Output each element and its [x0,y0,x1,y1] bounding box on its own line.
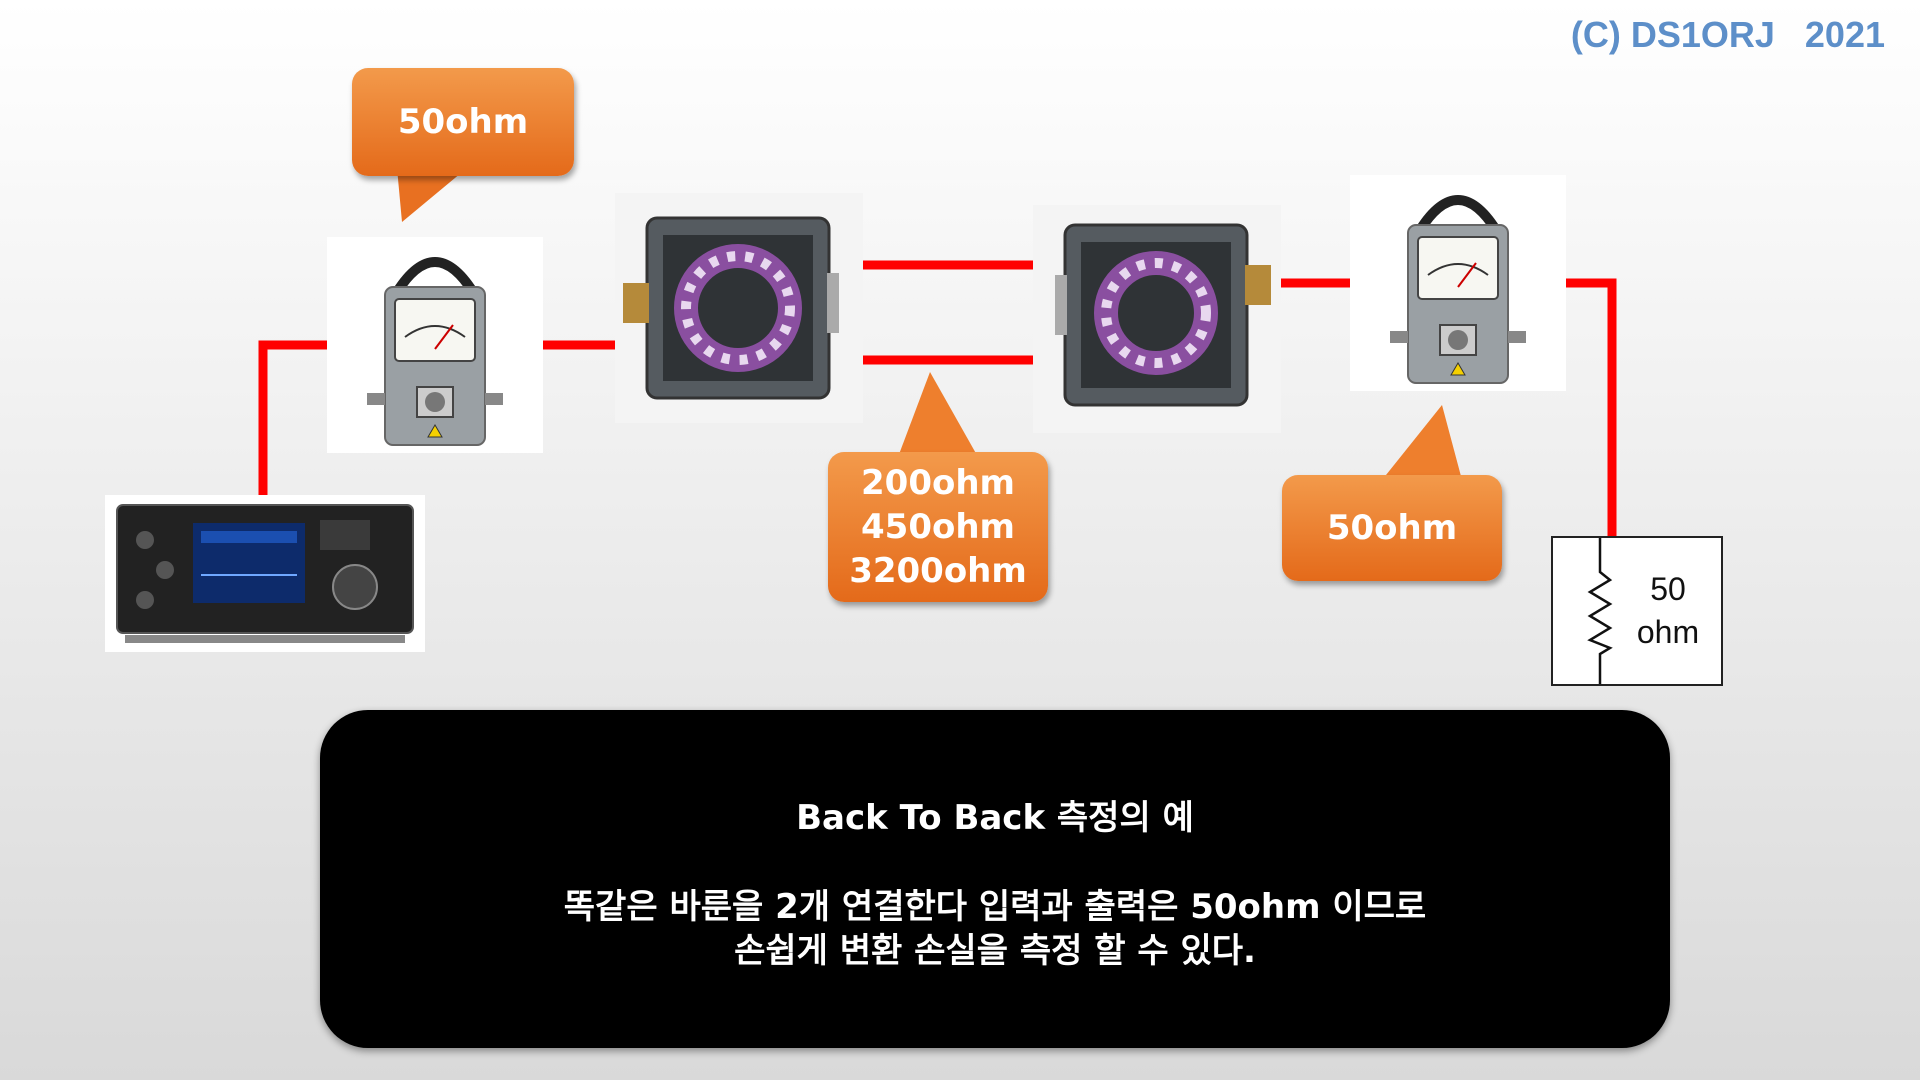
copyright-label: (C) DS1ORJ 2021 [1570,14,1885,55]
impedance-3200: 3200ohm [849,551,1027,591]
load-unit: ohm [1636,614,1700,650]
load-value: 50 [1650,571,1686,607]
callout-input-impedance: 50ohm [352,68,574,224]
impedance-200: 200ohm [861,463,1015,503]
balun-2 [1033,205,1281,433]
callout-line-impedance: 200ohm 450ohm 3200ohm [828,367,1048,637]
dummy-load: 50 ohm [1551,536,1723,686]
callout-input-label: 50ohm [352,68,574,176]
callout-output-label: 50ohm [1282,475,1502,581]
balun-toroid-icon [615,193,863,423]
caption-title: Back To Back 측정의 예 [796,798,1194,838]
wattmeter-icon [367,257,503,446]
resistor-icon [1587,538,1613,684]
impedance-450: 450ohm [861,507,1015,547]
callout-pointer [1382,405,1462,480]
caption-panel: Back To Back 측정의 예 똑같은 바룬을 2개 연결한다 입력과 출… [320,710,1670,1048]
wire-radio-to-meter [258,340,335,510]
caption-line-2: 손쉽게 변환 손실을 측정 할 수 있다. [734,931,1256,971]
wattmeter-output [1350,175,1566,391]
wattmeter-input [327,237,543,453]
transceiver-radio [105,495,425,652]
callout-line-label: 200ohm 450ohm 3200ohm [828,452,1048,602]
wattmeter-icon [1390,195,1526,384]
radio-icon [116,504,414,643]
balun-toroid-icon [1033,205,1281,433]
caption-line-1: 똑같은 바룬을 2개 연결한다 입력과 출력은 50ohm 이므로 [563,887,1427,927]
balun-1 [615,193,863,423]
callout-pointer [898,372,978,457]
callout-output-impedance: 50ohm [1282,400,1502,584]
callout-pointer [397,168,467,222]
